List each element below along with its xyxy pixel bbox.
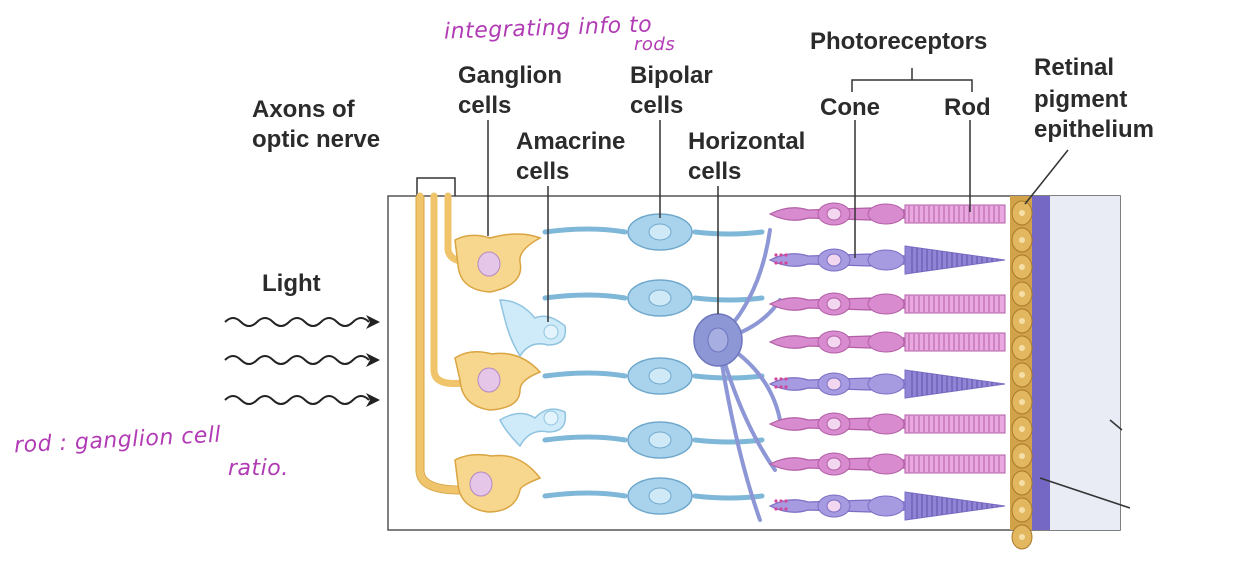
rpe-granule [1019, 453, 1025, 459]
rpe-label-line1: Retinal [1034, 54, 1115, 81]
cone-label: Cone [820, 94, 880, 121]
rpe-granule [1019, 534, 1025, 540]
cone-pedicle-dot [779, 253, 783, 257]
rod-outer-segment [904, 204, 1006, 224]
rod-nucleus [826, 297, 842, 311]
horizontal-label-line2: cells [688, 158, 742, 185]
bipolar-cells [542, 213, 765, 515]
rod-nucleus [826, 335, 842, 349]
bipolar-nucleus [648, 289, 672, 307]
choroid-band [1030, 196, 1050, 530]
rpe-granule [1019, 264, 1025, 270]
cone-pedicle-dot [779, 261, 783, 265]
rod-inner-segment [867, 203, 905, 225]
cone-pedicle-dot [774, 261, 778, 265]
choroid-region [1048, 196, 1120, 530]
bipolar-process [542, 226, 765, 237]
photoreceptors [768, 202, 1006, 521]
bipolar-process [542, 292, 765, 303]
horizontal-label-line1: Horizontal [688, 128, 806, 155]
cone-pedicle-dot [774, 377, 778, 381]
cone-pedicle-dot [784, 385, 788, 389]
cone-pedicle-dot [784, 253, 788, 257]
rod-inner-segment [867, 293, 905, 315]
cone-inner-segment [867, 249, 905, 271]
cone-pedicle-dot [784, 377, 788, 381]
optic-axons-outline [415, 196, 461, 495]
pigment-epithelium [1010, 196, 1033, 550]
rod-inner-segment [867, 413, 905, 435]
cone-pedicle-dot [784, 499, 788, 503]
cone-outer-segment [904, 369, 1006, 399]
cone-pedicle-dot [784, 261, 788, 265]
photoreceptors-label: Photoreceptors [810, 28, 988, 55]
rod-outer-segment [904, 332, 1006, 352]
photoreceptor-bracket [851, 68, 973, 92]
rpe-granule [1019, 507, 1025, 513]
bipolar-nucleus [648, 431, 672, 449]
rpe-granule [1019, 345, 1025, 351]
bipolar-process [542, 490, 765, 501]
axons-label-line2: optic nerve [252, 126, 381, 153]
rpe-granule [1019, 399, 1025, 405]
light-label: Light [262, 270, 321, 297]
cone-nucleus [826, 253, 842, 267]
bipolar-nucleus [648, 223, 672, 241]
rpe-granule [1019, 210, 1025, 216]
cone-inner-segment [867, 495, 905, 517]
rpe-granule [1019, 426, 1025, 432]
axons-label-line1: Axons of [252, 96, 355, 123]
amacrine-label-line1: Amacrine [516, 128, 626, 155]
cone-outer-segment [904, 491, 1006, 521]
cone-pedicle-dot [784, 507, 788, 511]
cone-pedicle-dot [779, 377, 783, 381]
cone-inner-segment [867, 373, 905, 395]
cone-nucleus [826, 499, 842, 513]
rod-label: Rod [944, 94, 991, 121]
rpe-label-line3: epithelium [1034, 116, 1155, 143]
cone-outer-segment [904, 245, 1006, 275]
cone-pedicle-dot [774, 507, 778, 511]
bipolar-nucleus [648, 367, 672, 385]
rod-outer-segment [904, 414, 1006, 434]
rod-outer-segment [904, 294, 1006, 314]
ganglion-label-line2: cells [458, 92, 512, 119]
bipolar-nucleus [648, 487, 672, 505]
annotation-integrating-line2: rods [634, 34, 676, 55]
axon-bracket [416, 177, 456, 196]
cone-nucleus [826, 377, 842, 391]
cone-pedicle-dot [779, 499, 783, 503]
rod-inner-segment [867, 453, 905, 475]
rpe-granule [1019, 291, 1025, 297]
rod-outer-segment [904, 454, 1006, 474]
rod-nucleus [826, 417, 842, 431]
rpe-label-line2: pigment [1034, 86, 1128, 113]
annotation-ratio-line2: ratio. [228, 456, 289, 481]
cone-pedicle-dot [779, 507, 783, 511]
ganglion-label-line1: Ganglion [458, 62, 562, 89]
light-arrows [224, 317, 370, 405]
cone-pedicle-dot [774, 385, 778, 389]
ganglion-nuclei [469, 251, 501, 497]
amacrine-label-line2: cells [516, 158, 570, 185]
rod-nucleus [826, 457, 842, 471]
cone-pedicle-dot [774, 499, 778, 503]
rpe-granule [1019, 372, 1025, 378]
cone-pedicle-dot [779, 385, 783, 389]
rod-nucleus [826, 207, 842, 221]
leader-lines [487, 120, 1131, 509]
bipolar-label-line1: Bipolar [630, 62, 713, 89]
rpe-granule [1019, 318, 1025, 324]
rpe-granule [1019, 480, 1025, 486]
rod-inner-segment [867, 331, 905, 353]
bipolar-label-line2: cells [630, 92, 684, 119]
rpe-granule [1019, 237, 1025, 243]
cone-pedicle-dot [774, 253, 778, 257]
